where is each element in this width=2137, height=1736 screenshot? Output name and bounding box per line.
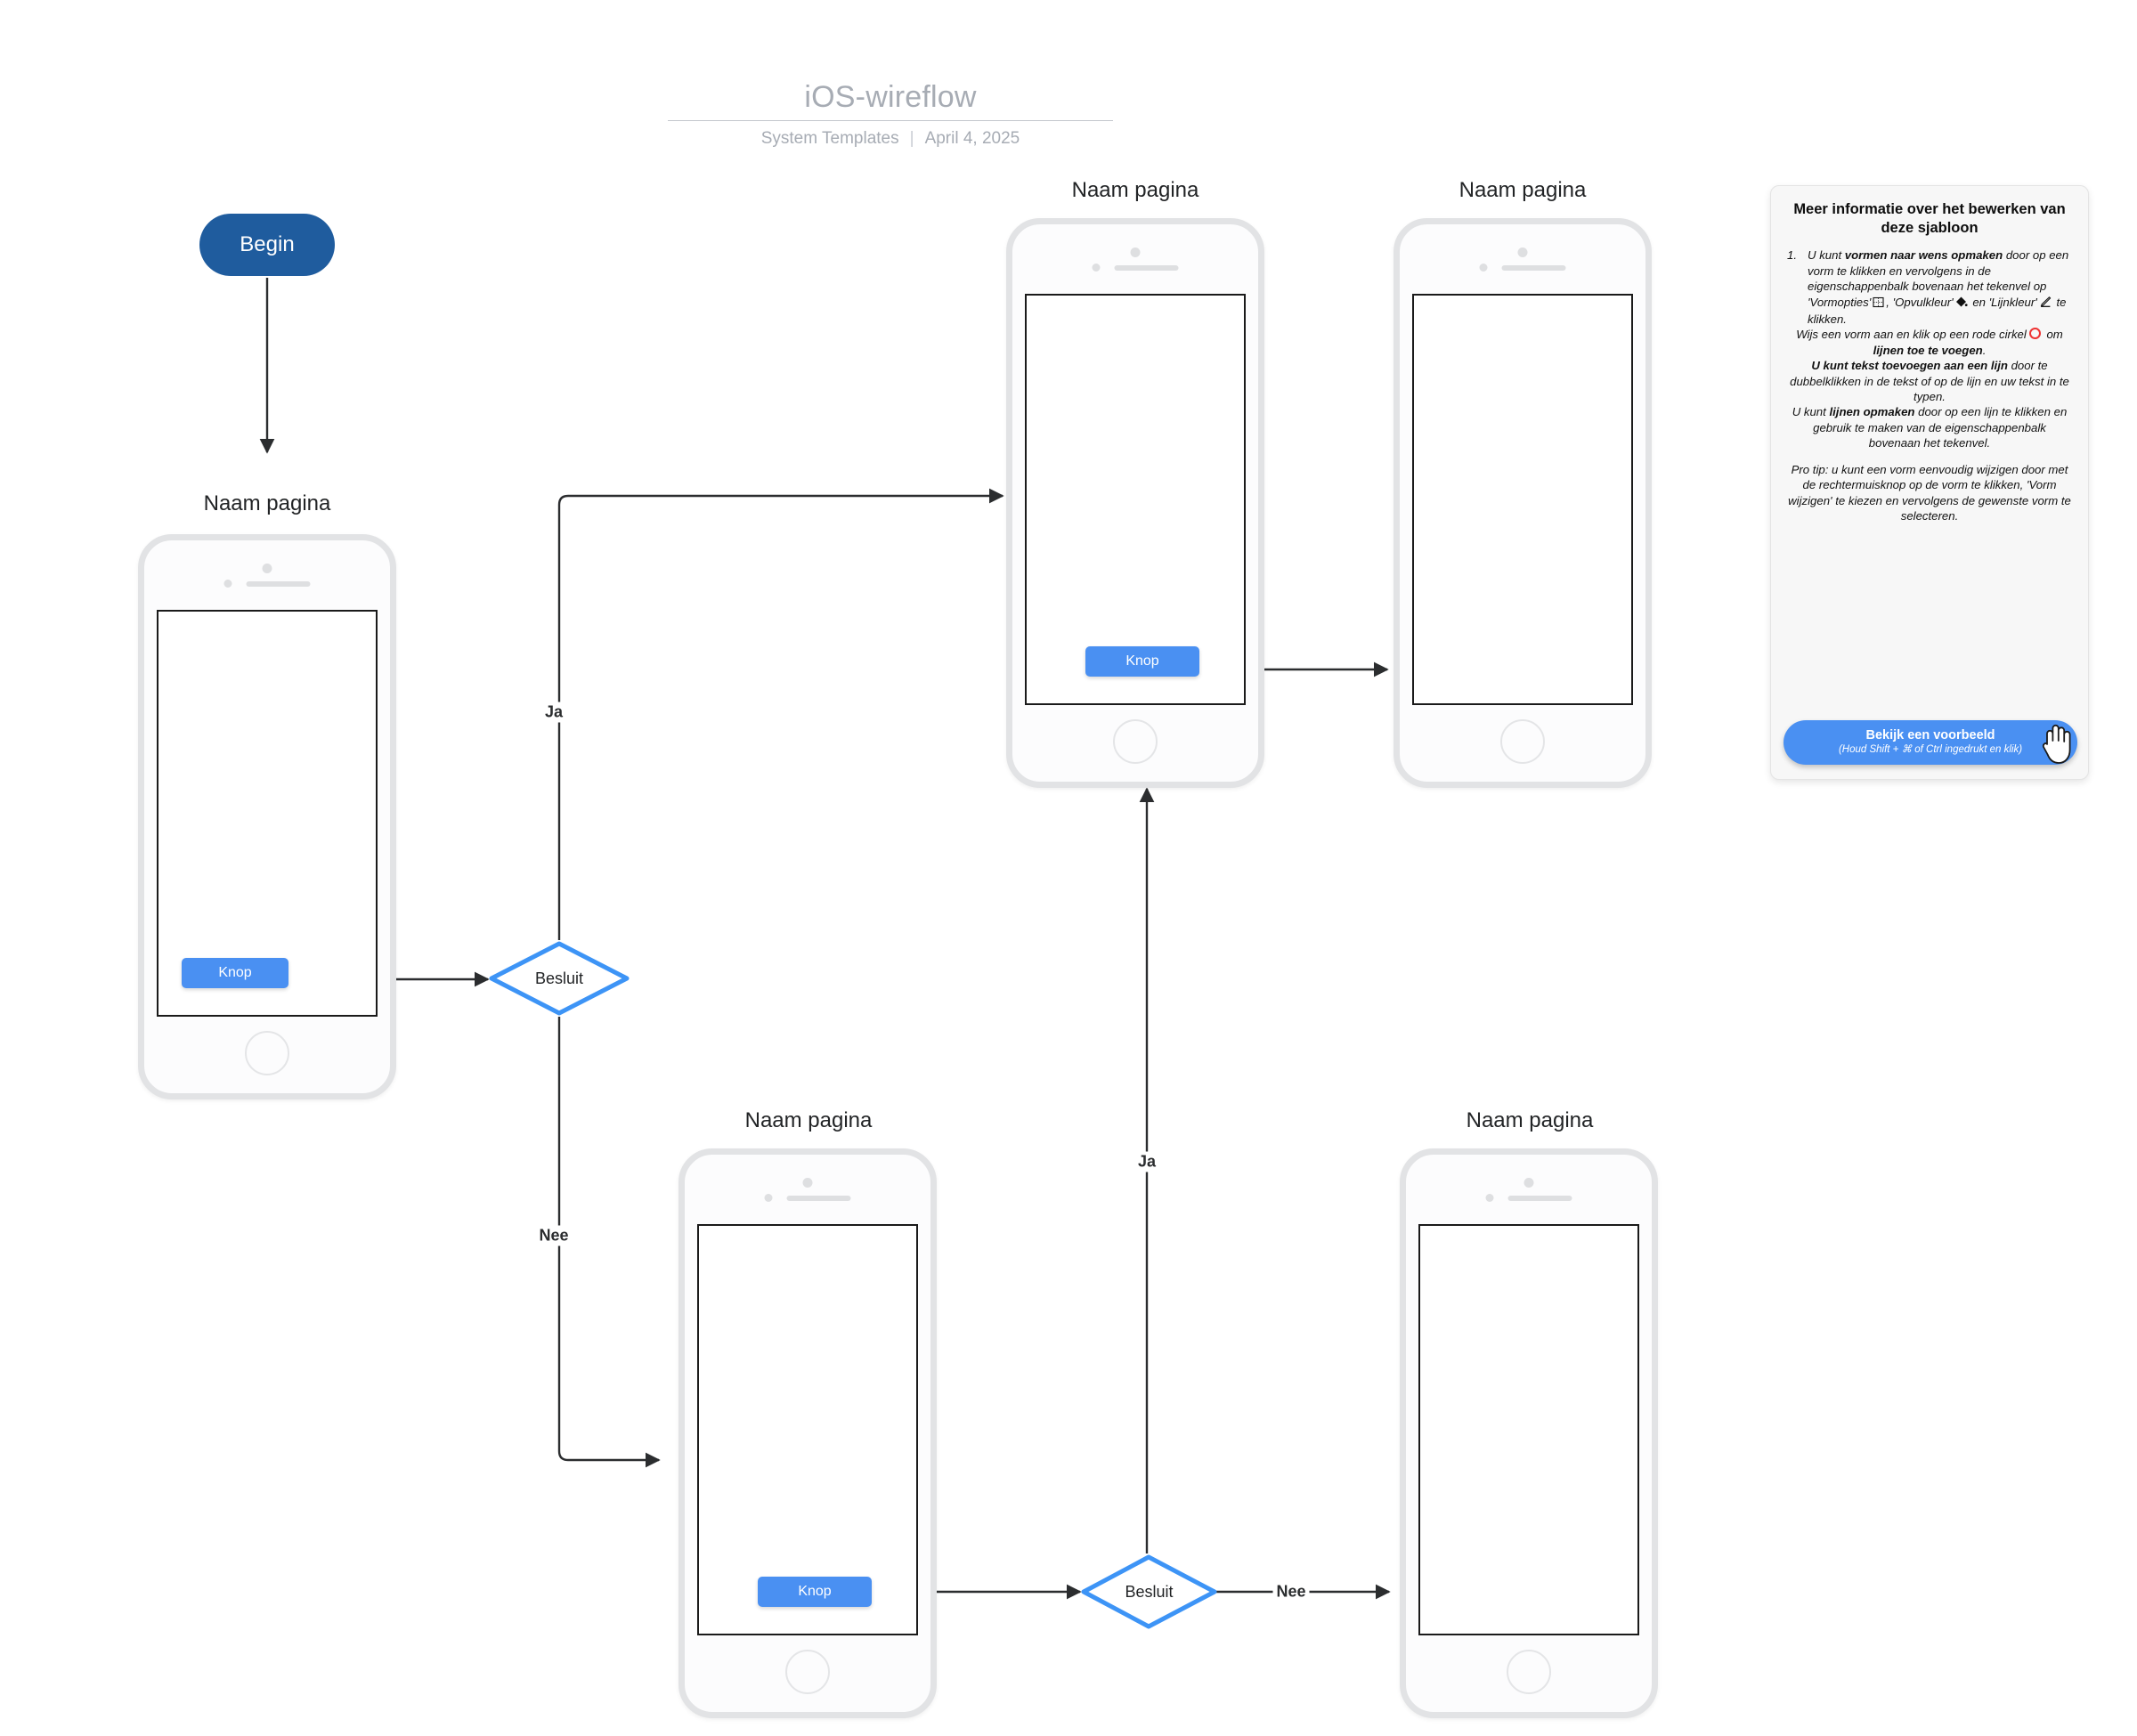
page-title-page-3: Naam pagina	[1459, 178, 1587, 202]
screen-area-page-5	[1418, 1224, 1639, 1635]
earpiece-bar-icon	[786, 1195, 851, 1201]
screen-area-page-1: Knop	[157, 610, 378, 1017]
speaker-group-icon	[223, 580, 311, 588]
home-button-icon-page-5[interactable]	[1507, 1650, 1551, 1694]
info-paragraph-4: U kunt lijnen opmaken door op een lijn t…	[1787, 404, 2072, 450]
info-t1a: U kunt	[1808, 248, 1845, 263]
info-t2c: lijnen toe te voegen	[1873, 343, 1983, 357]
info-t2d: .	[1982, 343, 1987, 357]
subtitle-date: April 4, 2025	[924, 129, 1020, 148]
speaker-group-icon	[1479, 264, 1566, 272]
info-panel: Meer informatie over het bewerken van de…	[1770, 185, 2089, 780]
sensor-dot-icon	[764, 1194, 773, 1202]
subtitle-divider: |	[909, 129, 914, 148]
info-t3a: U kunt tekst toevoegen aan een lijn	[1811, 359, 2008, 373]
phone-mockup-page-1[interactable]: Knop	[138, 534, 396, 1099]
sensor-dot-icon	[1479, 264, 1488, 272]
speaker-group-icon	[1485, 1194, 1572, 1202]
info-panel-body: 1. U kunt vormen naar wens opmaken door …	[1787, 247, 2072, 523]
sensor-dot-icon	[223, 580, 232, 588]
page-title-page-1: Naam pagina	[203, 491, 331, 515]
camera-dot-icon	[1524, 1178, 1534, 1188]
preview-button-label: Bekijk een voorbeeld	[1865, 727, 1995, 742]
speaker-group-icon	[1092, 264, 1179, 272]
knop-label-page-2: Knop	[1125, 653, 1159, 669]
phone-mockup-page-4[interactable]: Knop	[678, 1148, 937, 1718]
info-t1f: te klikken.	[1808, 295, 2067, 326]
subtitle-collection: System Templates	[760, 129, 899, 148]
fill-color-icon	[1955, 296, 1968, 312]
connector-decision1-ja-to-page2	[557, 488, 1004, 940]
decision-node-1[interactable]: Besluit	[488, 940, 630, 1017]
shape-options-icon	[1873, 296, 1884, 312]
line-color-icon	[2039, 296, 2052, 312]
info-paragraph-protip: Pro tip: u kunt een vorm eenvoudig wijzi…	[1788, 462, 2071, 523]
red-circle-handle-icon	[2028, 328, 2041, 340]
info-t1d: , 'Opvulkleur'	[1886, 295, 1954, 309]
page-title-page-5: Naam pagina	[1466, 1108, 1594, 1132]
info-list-number: 1.	[1787, 248, 1797, 263]
edge-label-ja-2: Ja	[1134, 1151, 1160, 1172]
knop-button-page-1[interactable]: Knop	[182, 958, 288, 988]
info-paragraph-3: U kunt tekst toevoegen aan een lijn door…	[1787, 358, 2072, 404]
preview-example-button[interactable]: Bekijk een voorbeeld (Houd Shift + ⌘ of …	[1784, 720, 2077, 765]
decision-label-2: Besluit	[1125, 1582, 1174, 1601]
connector-decision1-nee-to-page4	[557, 1017, 661, 1468]
info-t3b: door te dubbelklikken in de tekst of op …	[1790, 359, 2069, 404]
home-button-icon-page-2[interactable]	[1113, 719, 1158, 764]
sensor-dot-icon	[1092, 264, 1101, 272]
camera-dot-icon	[1517, 247, 1528, 257]
decision-node-2[interactable]: Besluit	[1080, 1553, 1218, 1630]
start-node-label: Begin	[240, 232, 295, 256]
decision-diamond-shape-2	[1081, 1554, 1217, 1629]
phone-mockup-page-2[interactable]: Knop	[1006, 218, 1264, 788]
speaker-group-icon	[764, 1194, 851, 1202]
info-t1b: vormen naar wens opmaken	[1844, 248, 2003, 263]
camera-dot-icon	[262, 564, 272, 573]
screen-area-page-3	[1412, 294, 1633, 705]
screen-area-page-2: Knop	[1025, 294, 1246, 705]
info-t2b: om	[2043, 328, 2063, 342]
earpiece-bar-icon	[1507, 1195, 1572, 1201]
info-t4c: door op een lijn te klikken en gebruik t…	[1813, 405, 2068, 450]
phone-mockup-page-5[interactable]	[1400, 1148, 1658, 1718]
info-panel-title: Meer informatie over het bewerken van de…	[1793, 201, 2066, 236]
page-title-page-4: Naam pagina	[744, 1108, 873, 1132]
edge-label-nee-1: Nee	[535, 1225, 573, 1246]
info-list-item-1-text: U kunt vormen naar wens opmaken door op …	[1808, 247, 2072, 327]
page-title: iOS-wireflow	[668, 80, 1113, 121]
screen-area-page-4: Knop	[697, 1224, 918, 1635]
page-title-page-2: Naam pagina	[1071, 178, 1199, 202]
edge-label-ja-1: Ja	[540, 702, 567, 723]
info-spacer	[1787, 451, 2072, 462]
info-t2a: Wijs een vorm aan en klik op een rode ci…	[1796, 328, 2027, 342]
knop-label-page-1: Knop	[218, 965, 252, 980]
knop-label-page-4: Knop	[798, 1584, 832, 1599]
info-t1e: en 'Lijnkleur'	[1969, 295, 2037, 309]
document-header: iOS-wireflow System Templates | April 4,…	[668, 80, 1113, 149]
earpiece-bar-icon	[1501, 264, 1566, 271]
info-list-item-1: 1. U kunt vormen naar wens opmaken door …	[1787, 247, 2072, 327]
info-paragraph-2: Wijs een vorm aan en klik op een rode ci…	[1787, 327, 2072, 358]
sensor-dot-icon	[1485, 1194, 1494, 1202]
camera-dot-icon	[802, 1178, 813, 1188]
info-t4a: U kunt	[1792, 405, 1830, 419]
earpiece-bar-icon	[1114, 264, 1179, 271]
info-t1c: door op een vorm te klikken en vervolgen…	[1808, 248, 2069, 309]
home-button-icon-page-1[interactable]	[245, 1031, 289, 1075]
document-subtitle: System Templates | April 4, 2025	[668, 129, 1113, 149]
phone-mockup-page-3[interactable]	[1394, 218, 1652, 788]
home-button-icon-page-4[interactable]	[785, 1650, 830, 1694]
info-t4b: lijnen opmaken	[1829, 405, 1915, 419]
edge-label-nee-2: Nee	[1272, 1581, 1310, 1602]
knop-button-page-4[interactable]: Knop	[758, 1577, 872, 1607]
start-node[interactable]: Begin	[199, 214, 335, 276]
earpiece-bar-icon	[246, 580, 311, 587]
decision-diamond-shape-1	[489, 941, 630, 1016]
decision-label-1: Besluit	[534, 969, 584, 987]
camera-dot-icon	[1130, 247, 1141, 257]
home-button-icon-page-3[interactable]	[1500, 719, 1545, 764]
preview-button-hint: (Houd Shift + ⌘ of Ctrl ingedrukt en kli…	[1838, 743, 2023, 755]
knop-button-page-2[interactable]: Knop	[1085, 646, 1199, 677]
